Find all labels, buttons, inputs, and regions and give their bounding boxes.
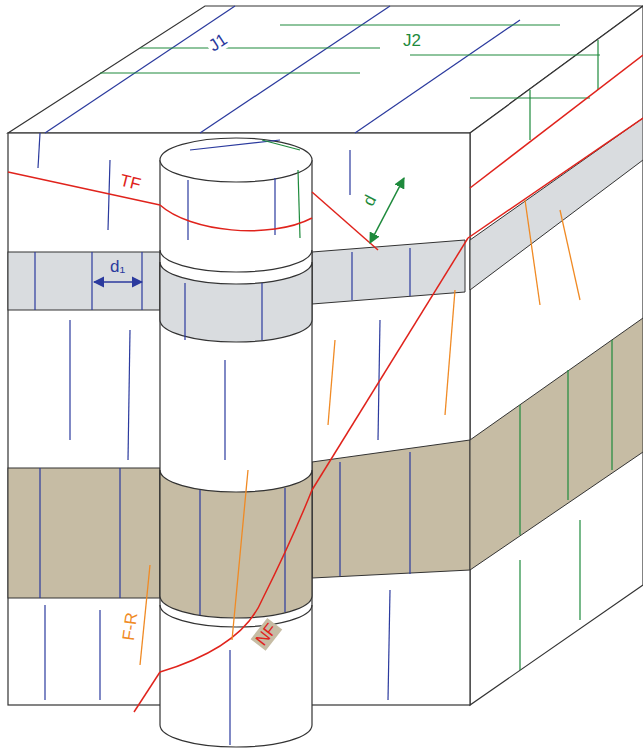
brown-layer: [8, 468, 160, 598]
spacing-arrow: [94, 281, 142, 283]
right-face: [470, 6, 643, 705]
grey-layer: [470, 118, 643, 290]
grey-layer: [312, 240, 465, 304]
borehole-cylinder: [160, 138, 312, 747]
joint-set-j2: [100, 25, 600, 98]
normal-fault-line: [134, 118, 643, 712]
grey-layer: [8, 252, 160, 310]
spacing-label: d₁: [108, 257, 127, 276]
fracture-line: [140, 200, 580, 665]
brown-layer: [312, 440, 470, 578]
joint-label: J2: [401, 31, 423, 50]
thrust-fault-line: [8, 55, 643, 250]
joint-set-j2: [520, 40, 612, 670]
brown-layer: [470, 318, 643, 570]
